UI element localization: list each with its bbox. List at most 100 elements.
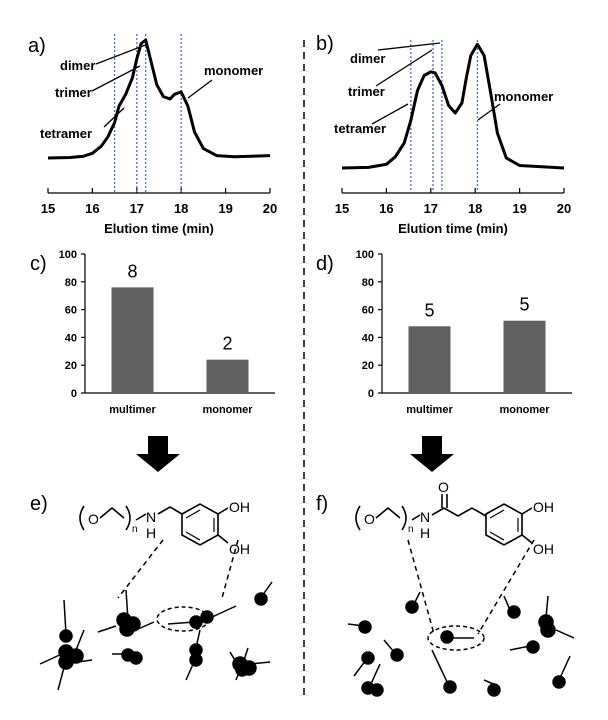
panel-letter-e: e) [30, 493, 48, 515]
peak-label-monomer: monomer [204, 63, 263, 78]
x-tick-label: 18 [174, 201, 188, 216]
hydroxyl-bottom-e: OH [229, 541, 250, 557]
zoom-line-right-e [221, 539, 239, 599]
dispersed-schematic-f [347, 539, 575, 697]
propyl-chain-f [443, 507, 487, 517]
bar-chart-d: d) 0 20 40 60 80 100 5 multimer 5 monomer [316, 249, 572, 416]
oh-bond-top-f [521, 507, 533, 515]
ether-oxygen-e: O [88, 511, 99, 527]
amide-h-f: H [420, 525, 430, 541]
x-tick-label: 20 [557, 201, 571, 216]
y-tick-label: 0 [71, 388, 77, 400]
bar-data-label-multimer: 5 [424, 300, 434, 320]
x-tick-label: 20 [263, 201, 277, 216]
peak-leader-dimer [377, 42, 441, 51]
ring-double-bond-1-f [489, 509, 505, 519]
bar-data-label-multimer: 8 [127, 261, 137, 281]
peak-label-tetramer: tetramer [40, 126, 92, 141]
peak-leader-monomer [477, 103, 501, 121]
panel-letter-c: c) [30, 253, 47, 275]
elution-curve [341, 42, 565, 170]
x-tick-label: 17 [130, 201, 144, 216]
panel-letter-b: b) [316, 33, 334, 55]
y-tick-label: 40 [362, 332, 374, 344]
bar-monomer [206, 359, 249, 393]
repeat-n-e: n [132, 524, 138, 535]
hydroxyl-bottom-f: OH [533, 541, 554, 557]
ring-double-bond-3-e [185, 531, 201, 541]
x-tick-label: 17 [424, 201, 438, 216]
bar-multimer [111, 287, 154, 393]
polymer-bracket-right-f [401, 505, 407, 531]
peak-label-trimer: trimer [55, 85, 92, 100]
peak-label-monomer: monomer [494, 89, 553, 104]
polymer-bracket-left [79, 505, 85, 531]
peak-label-trimer: trimer [348, 84, 385, 99]
peak-leader-tetramer [371, 103, 409, 125]
zoom-line-left-e [117, 539, 164, 599]
molecule-f: f) O n N H O OH OH [316, 479, 554, 557]
x-tick-label: 19 [218, 201, 232, 216]
bar-multimer [408, 326, 451, 393]
ethylene-chain-f [375, 506, 401, 519]
x-axis-title: Elution time (min) [104, 221, 214, 236]
amide-n-f: N [420, 509, 430, 525]
bar-monomer [503, 320, 546, 393]
zoom-ellipse-f [427, 625, 485, 651]
y-tick-label: 100 [356, 249, 374, 261]
panel-letter-a: a) [28, 35, 46, 57]
molecule-e: e) O n N H OH OH [30, 493, 250, 557]
bar-data-label-monomer: 5 [519, 295, 529, 315]
oh-bond-bottom-f [521, 534, 533, 544]
y-tick-label: 20 [65, 360, 77, 372]
category-label-monomer: monomer [202, 404, 253, 416]
oh-bond-bottom-e [217, 534, 229, 544]
polymer-bracket-right [125, 505, 131, 531]
peak-leader-dimer [95, 43, 149, 65]
y-tick-label: 100 [59, 249, 77, 261]
methylene-bond-e [157, 506, 183, 515]
x-tick-label: 15 [41, 201, 55, 216]
peak-label-dimer: dimer [60, 58, 95, 73]
y-tick-label: 40 [65, 332, 77, 344]
x-tick-label: 16 [379, 201, 393, 216]
peak-label-dimer: dimer [350, 51, 385, 66]
category-label-monomer: monomer [499, 404, 550, 416]
repeat-n-f: n [408, 524, 414, 535]
bond-e [135, 513, 147, 521]
oh-bond-top-e [217, 507, 229, 515]
zoom-line-right-f [477, 539, 535, 635]
ring-double-bond-3-f [489, 531, 505, 541]
hydroxyl-top-e: OH [229, 499, 250, 515]
elution-curve [47, 38, 271, 160]
peak-label-tetramer: tetramer [334, 121, 386, 136]
y-tick-label: 0 [368, 388, 374, 400]
y-tick-label: 20 [362, 360, 374, 372]
peak-leader-monomer [187, 79, 213, 99]
polymer-bracket-left-f [355, 505, 361, 531]
aggregate-schematic-e [39, 539, 273, 691]
panel-letter-d: d) [316, 253, 334, 275]
down-arrow-right-icon [410, 436, 454, 472]
down-arrow-left-icon [136, 436, 180, 472]
peak-leader-trimer [91, 65, 141, 92]
ethylene-chain-e [99, 506, 125, 519]
x-axis-title: Elution time (min) [398, 221, 508, 236]
y-tick-label: 60 [362, 305, 374, 317]
zoom-line-left-f [407, 539, 435, 635]
category-label-multimer: multimer [406, 404, 453, 416]
bar-data-label-monomer: 2 [222, 334, 232, 354]
x-tick-label: 19 [512, 201, 526, 216]
amide-bond-f [431, 507, 445, 516]
ring-double-bonds-e [185, 509, 201, 519]
panel-letter-f: f) [316, 493, 328, 515]
x-tick-label: 16 [85, 201, 99, 216]
x-tick-label: 18 [468, 201, 482, 216]
amine-n-e: N [146, 509, 156, 525]
y-tick-label: 80 [65, 277, 77, 289]
y-tick-label: 80 [362, 277, 374, 289]
hydroxyl-top-f: OH [533, 499, 554, 515]
